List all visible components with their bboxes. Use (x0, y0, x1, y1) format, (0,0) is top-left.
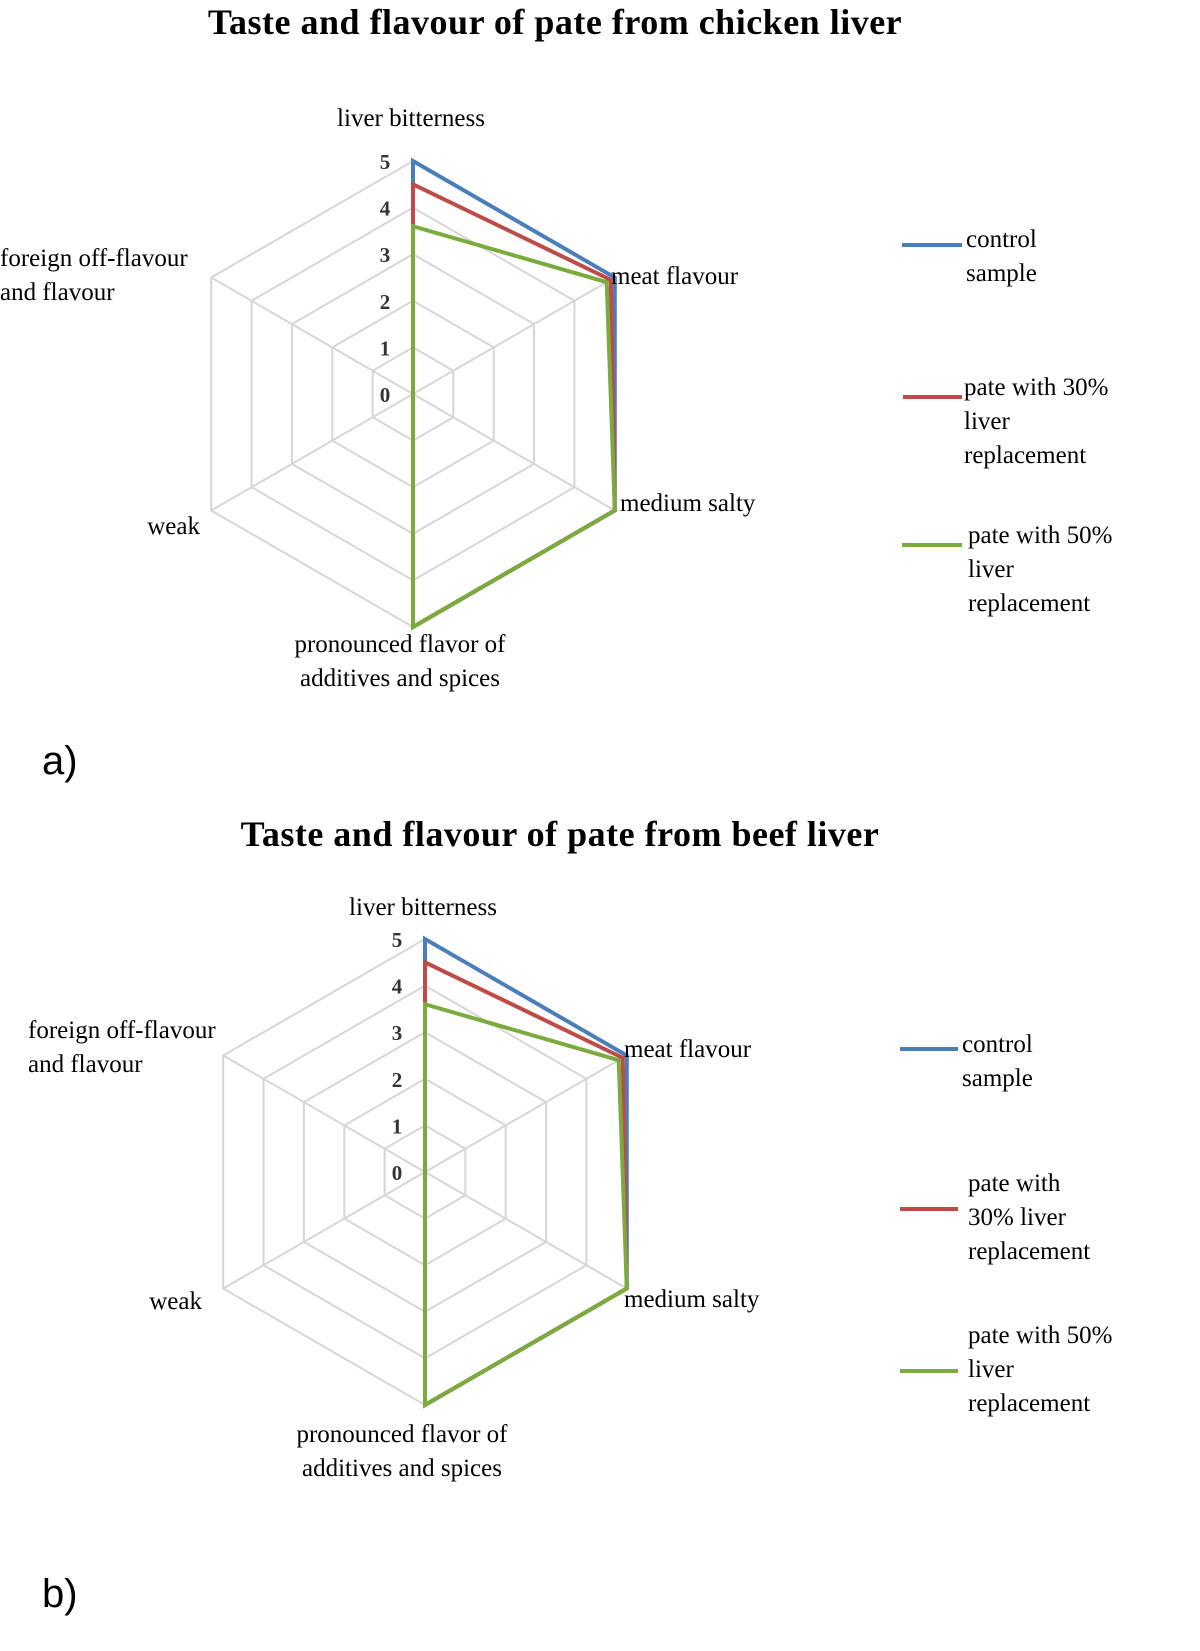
radar-panel-beef: Taste and flavour of pate from beef live… (28, 814, 1112, 1616)
tick-label: 2 (392, 1068, 403, 1092)
tick-label: 3 (380, 243, 391, 267)
legend-label: control sample (962, 1031, 1033, 1092)
axis-label: meat flavour (611, 263, 739, 290)
axis-label-line: liver bitterness (349, 894, 497, 921)
legend-label-line: replacement (968, 1390, 1090, 1417)
axis-spoke (222, 1171, 426, 1290)
legend-label-line: liver (968, 1356, 1014, 1383)
legend-label: pate with 30% liver replacement (964, 374, 1108, 469)
axis-label-line: liver bitterness (337, 105, 485, 132)
axis-label-line: medium salty (624, 1286, 760, 1313)
panel-tag: a) (42, 739, 78, 783)
axis-spoke (424, 1171, 628, 1290)
tick-label: 5 (392, 928, 403, 952)
axis-label: pronounced flavor of additives and spices (296, 1421, 508, 1482)
axis-label-line: additives and spices (302, 1455, 502, 1482)
axis-label-line: pronounced flavor of (294, 631, 506, 658)
axis-label: medium salty (624, 1286, 760, 1313)
axis-label-line: pronounced flavor of (296, 1421, 508, 1448)
series-line-replace30 (411, 181, 617, 631)
legend-label-line: pate with (968, 1170, 1061, 1197)
axis-label: weak (147, 513, 200, 540)
legend-label: pate with 30% liver replacement (968, 1170, 1090, 1265)
tick-label: 4 (380, 197, 391, 221)
legend-label-line: replacement (964, 442, 1086, 469)
axis-label: liver bitterness (349, 894, 497, 921)
axis-label-line: weak (149, 1288, 202, 1315)
series-line-replace50 (411, 223, 617, 631)
legend-label-line: 30% liver (968, 1204, 1067, 1231)
axis-label-line: medium salty (620, 490, 756, 517)
legend: control sample pate with 30% liver replaceme… (900, 1031, 1112, 1417)
tick-label: 4 (392, 975, 403, 999)
axis-label: foreign off-flavour and flavour (28, 1017, 216, 1078)
legend-label-line: replacement (968, 1238, 1090, 1265)
tick-label: 0 (380, 383, 391, 407)
chart-title: Taste and flavour of pate from beef live… (241, 814, 880, 854)
radar-panel-chicken: Taste and flavour of pate from chicken l… (0, 2, 1112, 783)
axis-spoke (412, 393, 616, 512)
axis-spoke (210, 276, 414, 395)
tick-label: 1 (392, 1114, 403, 1138)
legend-label-line: replacement (968, 590, 1090, 617)
axis-spoke (210, 393, 414, 512)
axis-spoke (412, 276, 616, 395)
chart-title: Taste and flavour of pate from chicken l… (208, 2, 902, 42)
legend-label-line: sample (966, 260, 1037, 287)
legend-label: pate with 50% liver replacement (968, 1322, 1112, 1417)
series-line-replace30 (423, 959, 629, 1409)
axis-label-line: foreign off-flavour (0, 245, 188, 272)
legend-label-line: control (966, 226, 1037, 253)
legend-label-line: pate with 30% (964, 374, 1108, 401)
series-line-replace50 (423, 1001, 629, 1409)
axis-label-line: and flavour (0, 279, 115, 306)
axis-label: meat flavour (624, 1036, 752, 1063)
panel-tag: b) (42, 1572, 78, 1616)
axis-label: liver bitterness (337, 105, 485, 132)
legend-label-line: liver (964, 408, 1010, 435)
axis-label-line: weak (147, 513, 200, 540)
legend-label-line: pate with 50% (968, 1322, 1112, 1349)
legend-label-line: control (962, 1031, 1033, 1058)
tick-label: 3 (392, 1021, 403, 1045)
tick-label: 1 (380, 336, 391, 360)
tick-label: 5 (380, 150, 391, 174)
axis-label: foreign off-flavour and flavour (0, 245, 188, 306)
axis-label: medium salty (620, 490, 756, 517)
axis-label-line: and flavour (28, 1051, 143, 1078)
axis-label: pronounced flavor of additives and spices (294, 631, 506, 692)
tick-label: 2 (380, 290, 391, 314)
axis-label-line: meat flavour (611, 263, 739, 290)
tick-label: 0 (392, 1161, 403, 1185)
axis-label-line: meat flavour (624, 1036, 752, 1063)
axis-spoke (424, 1054, 628, 1173)
axis-spoke (222, 1054, 426, 1173)
axis-label: weak (149, 1288, 202, 1315)
legend: control sample pate with 30% liver replaceme… (902, 226, 1112, 617)
legend-label-line: pate with 50% (968, 522, 1112, 549)
axis-label-line: additives and spices (300, 665, 500, 692)
axis-label-line: foreign off-flavour (28, 1017, 216, 1044)
legend-label-line: liver (968, 556, 1014, 583)
legend-label: pate with 50% liver replacement (968, 522, 1112, 617)
legend-label-line: sample (962, 1065, 1033, 1092)
legend-label: control sample (966, 226, 1037, 287)
